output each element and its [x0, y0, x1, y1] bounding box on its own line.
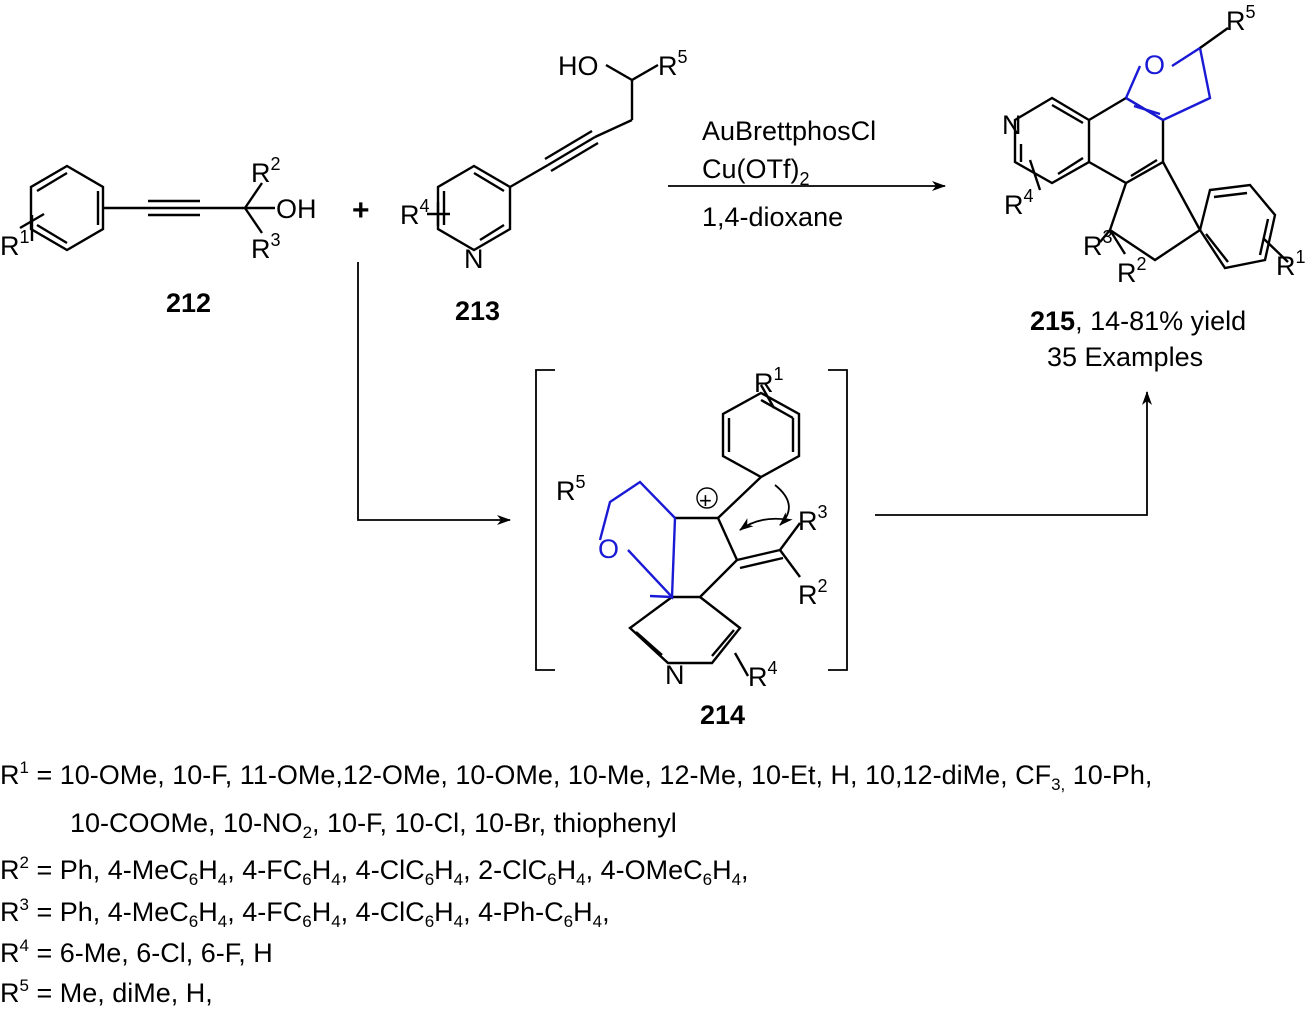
- intermediate-214-brackets: [535, 369, 848, 671]
- compound-212-label: 212: [166, 288, 211, 318]
- r4-label-213: R4: [400, 196, 430, 230]
- compound-214-label: 214: [700, 700, 745, 730]
- solvent-label: 1,4-dioxane: [702, 202, 843, 232]
- o-label-214: O: [598, 534, 619, 564]
- legend-r3: R3 = Ph, 4-MeC6H4, 4-FC6H4, 4-ClC6H4, 4-…: [0, 895, 610, 931]
- compound-215-structure: [1013, 27, 1289, 270]
- r5-label-213: R5: [658, 47, 688, 81]
- r1-label-214: R1: [754, 364, 784, 398]
- legend-r1-line1: R1 = 10-OMe, 10-F, 11-OMe,12-OMe, 10-OMe…: [0, 758, 1153, 794]
- compound-213-label: 213: [455, 296, 500, 326]
- n-label-213: N: [464, 244, 484, 274]
- r4-label-214: R4: [748, 658, 778, 692]
- r1-label-212: R1: [0, 227, 30, 261]
- legend-r4: R4 = 6-Me, 6-Cl, 6-F, H: [0, 936, 273, 968]
- cation-charge-icon: [696, 487, 718, 509]
- ho-label-213: HO: [558, 51, 599, 81]
- examples-line: 35 Examples: [1047, 342, 1203, 372]
- r1-label-215: R1: [1276, 247, 1306, 281]
- r2-label-212: R2: [251, 154, 281, 188]
- legend-r1-line2: 10-COOMe, 10-NO2, 10-F, 10-Cl, 10-Br, th…: [70, 808, 677, 842]
- yield-line: 215, 14-81% yield: [1030, 306, 1246, 336]
- oh-label-212: OH: [276, 194, 317, 224]
- legend-r5: R5 = Me, diMe, H,: [0, 976, 213, 1008]
- arrow-to-product: [875, 391, 1152, 516]
- plus-sign: +: [352, 194, 370, 227]
- r3-label-215: R3: [1083, 227, 1113, 261]
- intermediate-214-furan: [598, 480, 677, 600]
- compound-213-structure: [427, 63, 659, 252]
- catalyst-label: AuBrettphosCl: [702, 116, 876, 146]
- n-label-214: N: [665, 660, 685, 690]
- r2-label-214: R2: [798, 576, 828, 610]
- r4-label-215: R4: [1004, 186, 1034, 220]
- reaction-scheme: R1 R2 OH R3 212 + N R4 HO R5 213 AuBrett…: [0, 2, 1306, 730]
- arrow-to-intermediate: [357, 262, 511, 525]
- r5-label-215: R5: [1226, 2, 1256, 36]
- intermediate-214-structure: [628, 384, 801, 677]
- legend-r2: R2 = Ph, 4-MeC6H4, 4-FC6H4, 4-ClC6H4, 2-…: [0, 853, 749, 889]
- n-label-215: N: [1002, 110, 1022, 140]
- compound-212-structure: [19, 164, 275, 252]
- r2-label-215: R2: [1117, 254, 1147, 288]
- r3-label-214: R3: [798, 502, 828, 536]
- o-label-215: O: [1144, 50, 1165, 80]
- r3-label-212: R3: [251, 230, 281, 264]
- additive-label: Cu(OTf)2: [702, 154, 810, 189]
- cation-label: +: [699, 488, 712, 513]
- r5-label-214: R5: [556, 472, 586, 506]
